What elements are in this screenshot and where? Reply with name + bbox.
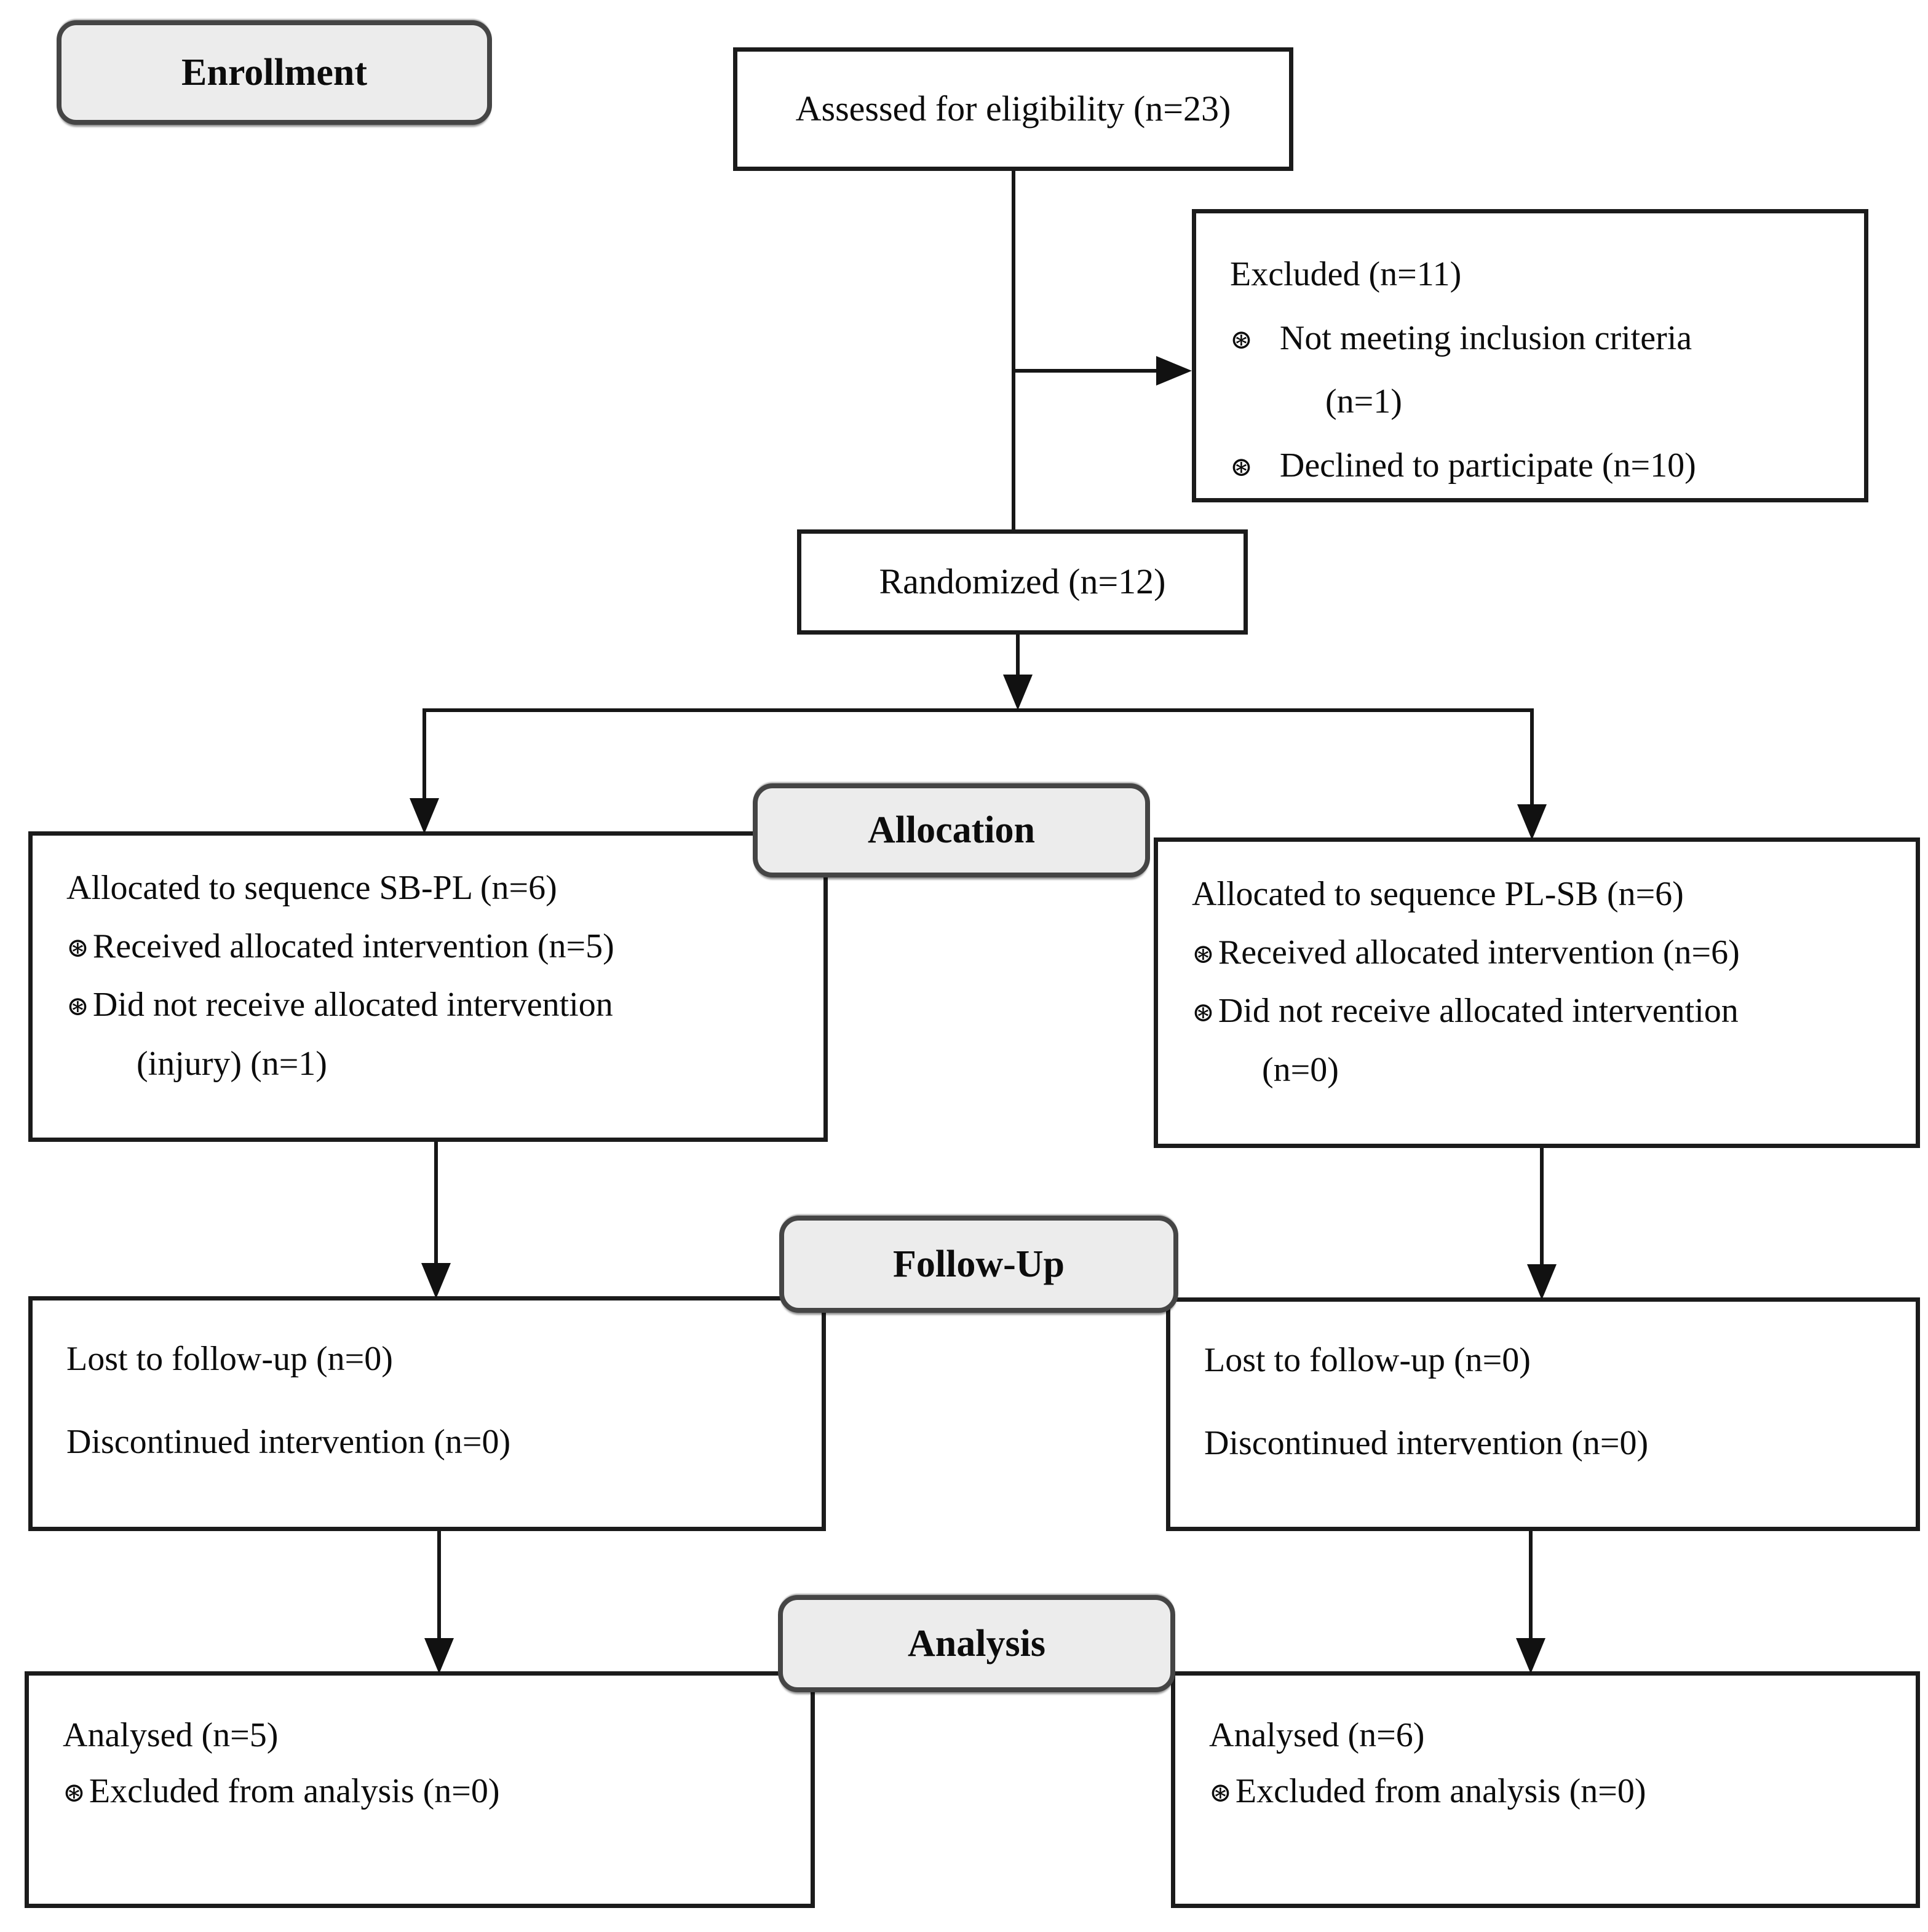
allocation-stage-label: Allocation bbox=[753, 783, 1150, 877]
randomized-text: Randomized (n=12) bbox=[879, 561, 1166, 602]
allocated-sbpl-item-2: ⊛Did not receive allocated intervention … bbox=[66, 976, 805, 1093]
connector-branch-to-excluded bbox=[1012, 369, 1162, 373]
connector-split-horizontal bbox=[422, 708, 1534, 712]
connector-left-followup-to-analysis bbox=[437, 1530, 441, 1642]
connector-right-allocation-to-followup bbox=[1540, 1147, 1544, 1268]
assessed-eligibility-box: Assessed for eligibility (n=23) bbox=[733, 47, 1293, 171]
allocated-plsb-item-2-continuation: (n=0) bbox=[1262, 1050, 1339, 1089]
allocated-sbpl-item-2-continuation: (injury) (n=1) bbox=[137, 1044, 327, 1083]
arrowhead-right-icon bbox=[1156, 356, 1192, 386]
analysis-right-item-1-text: Excluded from analysis (n=0) bbox=[1235, 1772, 1646, 1810]
excluded-item-2-text: Declined to participate (n=10) bbox=[1279, 446, 1696, 485]
analysis-left-item-1-text: Excluded from analysis (n=0) bbox=[89, 1772, 500, 1810]
arrowhead-down-icon bbox=[421, 1263, 451, 1299]
analysis-left-item-1: ⊛Excluded from analysis (n=0) bbox=[63, 1764, 792, 1819]
bullet-icon: ⊛ bbox=[66, 991, 89, 1022]
allocated-plsb-item-2: ⊛Did not receive allocated intervention … bbox=[1192, 982, 1897, 1099]
analysis-left-box: Analysed (n=5) ⊛Excluded from analysis (… bbox=[25, 1671, 815, 1908]
excluded-item-1: ⊛ Not meeting inclusion criteria (n=1) bbox=[1230, 307, 1846, 434]
connector-assessed-to-randomized bbox=[1012, 171, 1015, 531]
analysis-stage-label: Analysis bbox=[778, 1595, 1175, 1692]
allocated-sbpl-item-1: ⊛Received allocated intervention (n=5) bbox=[66, 917, 805, 976]
analysis-left-title: Analysed (n=5) bbox=[63, 1716, 279, 1754]
bullet-icon: ⊛ bbox=[1192, 939, 1215, 970]
excluded-item-1-text: Not meeting inclusion criteria bbox=[1279, 319, 1692, 357]
connector-right-followup-to-analysis bbox=[1529, 1530, 1533, 1642]
followup-right-line-1: Lost to follow-up (n=0) bbox=[1204, 1341, 1531, 1379]
connector-split-to-left-allocation bbox=[422, 708, 426, 802]
arrowhead-down-icon bbox=[1527, 1264, 1557, 1300]
followup-left-box: Lost to follow-up (n=0) Discontinued int… bbox=[28, 1296, 826, 1531]
arrowhead-down-icon bbox=[424, 1638, 454, 1674]
assessed-eligibility-text: Assessed for eligibility (n=23) bbox=[795, 89, 1231, 129]
allocated-sbpl-title: Allocated to sequence SB-PL (n=6) bbox=[66, 869, 557, 907]
connector-split-to-right-allocation bbox=[1530, 708, 1534, 808]
arrowhead-down-icon bbox=[1517, 804, 1547, 840]
allocated-sbpl-box: Allocated to sequence SB-PL (n=6) ⊛Recei… bbox=[28, 831, 828, 1142]
arrowhead-down-icon bbox=[410, 798, 439, 834]
allocated-sbpl-item-2-text: Did not receive allocated intervention bbox=[92, 986, 613, 1024]
bullet-icon: ⊛ bbox=[1192, 997, 1215, 1028]
followup-left-line-1: Lost to follow-up (n=0) bbox=[66, 1340, 393, 1378]
bullet-icon: ⊛ bbox=[1209, 1777, 1232, 1808]
allocated-plsb-box: Allocated to sequence PL-SB (n=6) ⊛Recei… bbox=[1154, 837, 1920, 1148]
bullet-icon: ⊛ bbox=[66, 933, 89, 964]
bullet-icon: ⊛ bbox=[1230, 451, 1253, 482]
followup-left-line-2: Discontinued intervention (n=0) bbox=[66, 1423, 511, 1462]
excluded-item-2: ⊛ Declined to participate (n=10) bbox=[1230, 434, 1846, 498]
analysis-right-title: Analysed (n=6) bbox=[1209, 1716, 1425, 1754]
randomized-box: Randomized (n=12) bbox=[797, 529, 1248, 635]
allocated-plsb-title: Allocated to sequence PL-SB (n=6) bbox=[1192, 875, 1684, 913]
connector-randomized-to-split bbox=[1016, 633, 1020, 679]
allocated-sbpl-item-1-text: Received allocated intervention (n=5) bbox=[92, 927, 614, 966]
allocated-plsb-item-1: ⊛Received allocated intervention (n=6) bbox=[1192, 924, 1897, 982]
excluded-title: Excluded (n=11) bbox=[1230, 255, 1462, 293]
allocated-plsb-item-1-text: Received allocated intervention (n=6) bbox=[1218, 933, 1740, 972]
arrowhead-down-icon bbox=[1003, 675, 1033, 710]
arrowhead-down-icon bbox=[1516, 1638, 1545, 1674]
followup-right-line-2: Discontinued intervention (n=0) bbox=[1204, 1424, 1649, 1463]
excluded-box: Excluded (n=11) ⊛ Not meeting inclusion c… bbox=[1192, 209, 1868, 502]
excluded-item-1-continuation: (n=1) bbox=[1325, 382, 1402, 421]
bullet-icon: ⊛ bbox=[63, 1777, 85, 1808]
allocated-plsb-item-2-text: Did not receive allocated intervention bbox=[1218, 992, 1739, 1031]
connector-left-allocation-to-followup bbox=[434, 1141, 438, 1267]
followup-right-box: Lost to follow-up (n=0) Discontinued int… bbox=[1166, 1297, 1920, 1531]
analysis-right-item-1: ⊛Excluded from analysis (n=0) bbox=[1209, 1764, 1897, 1819]
enrollment-stage-label: Enrollment bbox=[57, 20, 492, 125]
bullet-icon: ⊛ bbox=[1230, 324, 1253, 355]
followup-stage-label: Follow-Up bbox=[779, 1216, 1178, 1313]
analysis-right-box: Analysed (n=6) ⊛Excluded from analysis (… bbox=[1171, 1671, 1920, 1908]
